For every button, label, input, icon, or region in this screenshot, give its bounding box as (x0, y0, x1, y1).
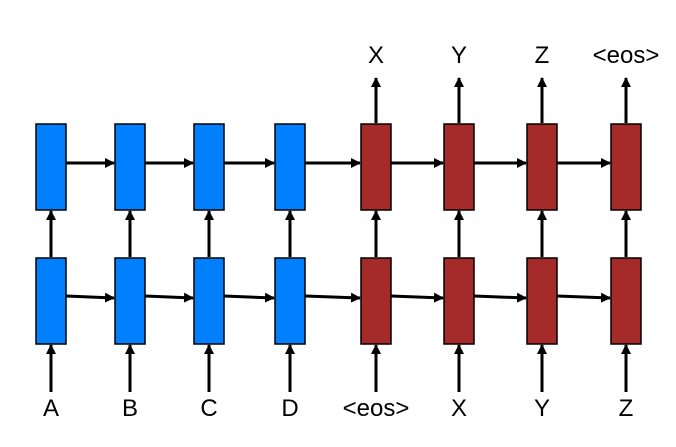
input-label-1: A (43, 395, 59, 422)
encoder-cell-top-2 (114, 123, 146, 211)
encoder-cell-bottom-2 (114, 257, 146, 345)
encoder-cell-top-4 (274, 123, 306, 211)
decoder-cell-bottom-5 (360, 257, 392, 345)
input-label-8: Z (619, 395, 634, 422)
decoder-cell-top-7 (526, 123, 558, 211)
encoder-cell-top-3 (193, 123, 225, 211)
output-label-3: Z (535, 42, 550, 69)
input-label-3: C (200, 395, 217, 422)
encoder-cell-top-1 (35, 123, 67, 211)
output-label-4: <eos> (593, 42, 660, 69)
encoder-cell-bottom-1 (35, 257, 67, 345)
encoder-cell-bottom-3 (193, 257, 225, 345)
bottom-h-arrow-7 (556, 292, 611, 303)
decoder-cell-bottom-6 (443, 257, 475, 345)
bottom-h-arrow-1 (65, 292, 115, 303)
decoder-cell-top-8 (610, 123, 642, 211)
input-label-7: Y (534, 395, 550, 422)
input-label-2: B (122, 395, 138, 422)
bottom-h-arrow-5 (390, 292, 444, 303)
bottom-h-arrow-4 (304, 292, 361, 303)
input-label-5: <eos> (343, 395, 410, 422)
decoder-cell-top-5 (360, 123, 392, 211)
encoder-cell-bottom-4 (274, 257, 306, 345)
decoder-cell-bottom-7 (526, 257, 558, 345)
arrows-layer (46, 77, 631, 392)
cells-layer (35, 123, 642, 345)
labels-layer: A B C D <eos> X Y Z X Y Z <eos> (43, 42, 659, 422)
bottom-h-arrow-6 (473, 292, 527, 303)
input-label-6: X (451, 395, 467, 422)
decoder-cell-bottom-8 (610, 257, 642, 345)
bottom-h-arrow-2 (144, 292, 194, 303)
output-label-1: X (368, 42, 384, 69)
bottom-h-arrow-3 (223, 292, 275, 303)
output-label-2: Y (451, 42, 467, 69)
input-label-4: D (281, 395, 298, 422)
decoder-cell-top-6 (443, 123, 475, 211)
